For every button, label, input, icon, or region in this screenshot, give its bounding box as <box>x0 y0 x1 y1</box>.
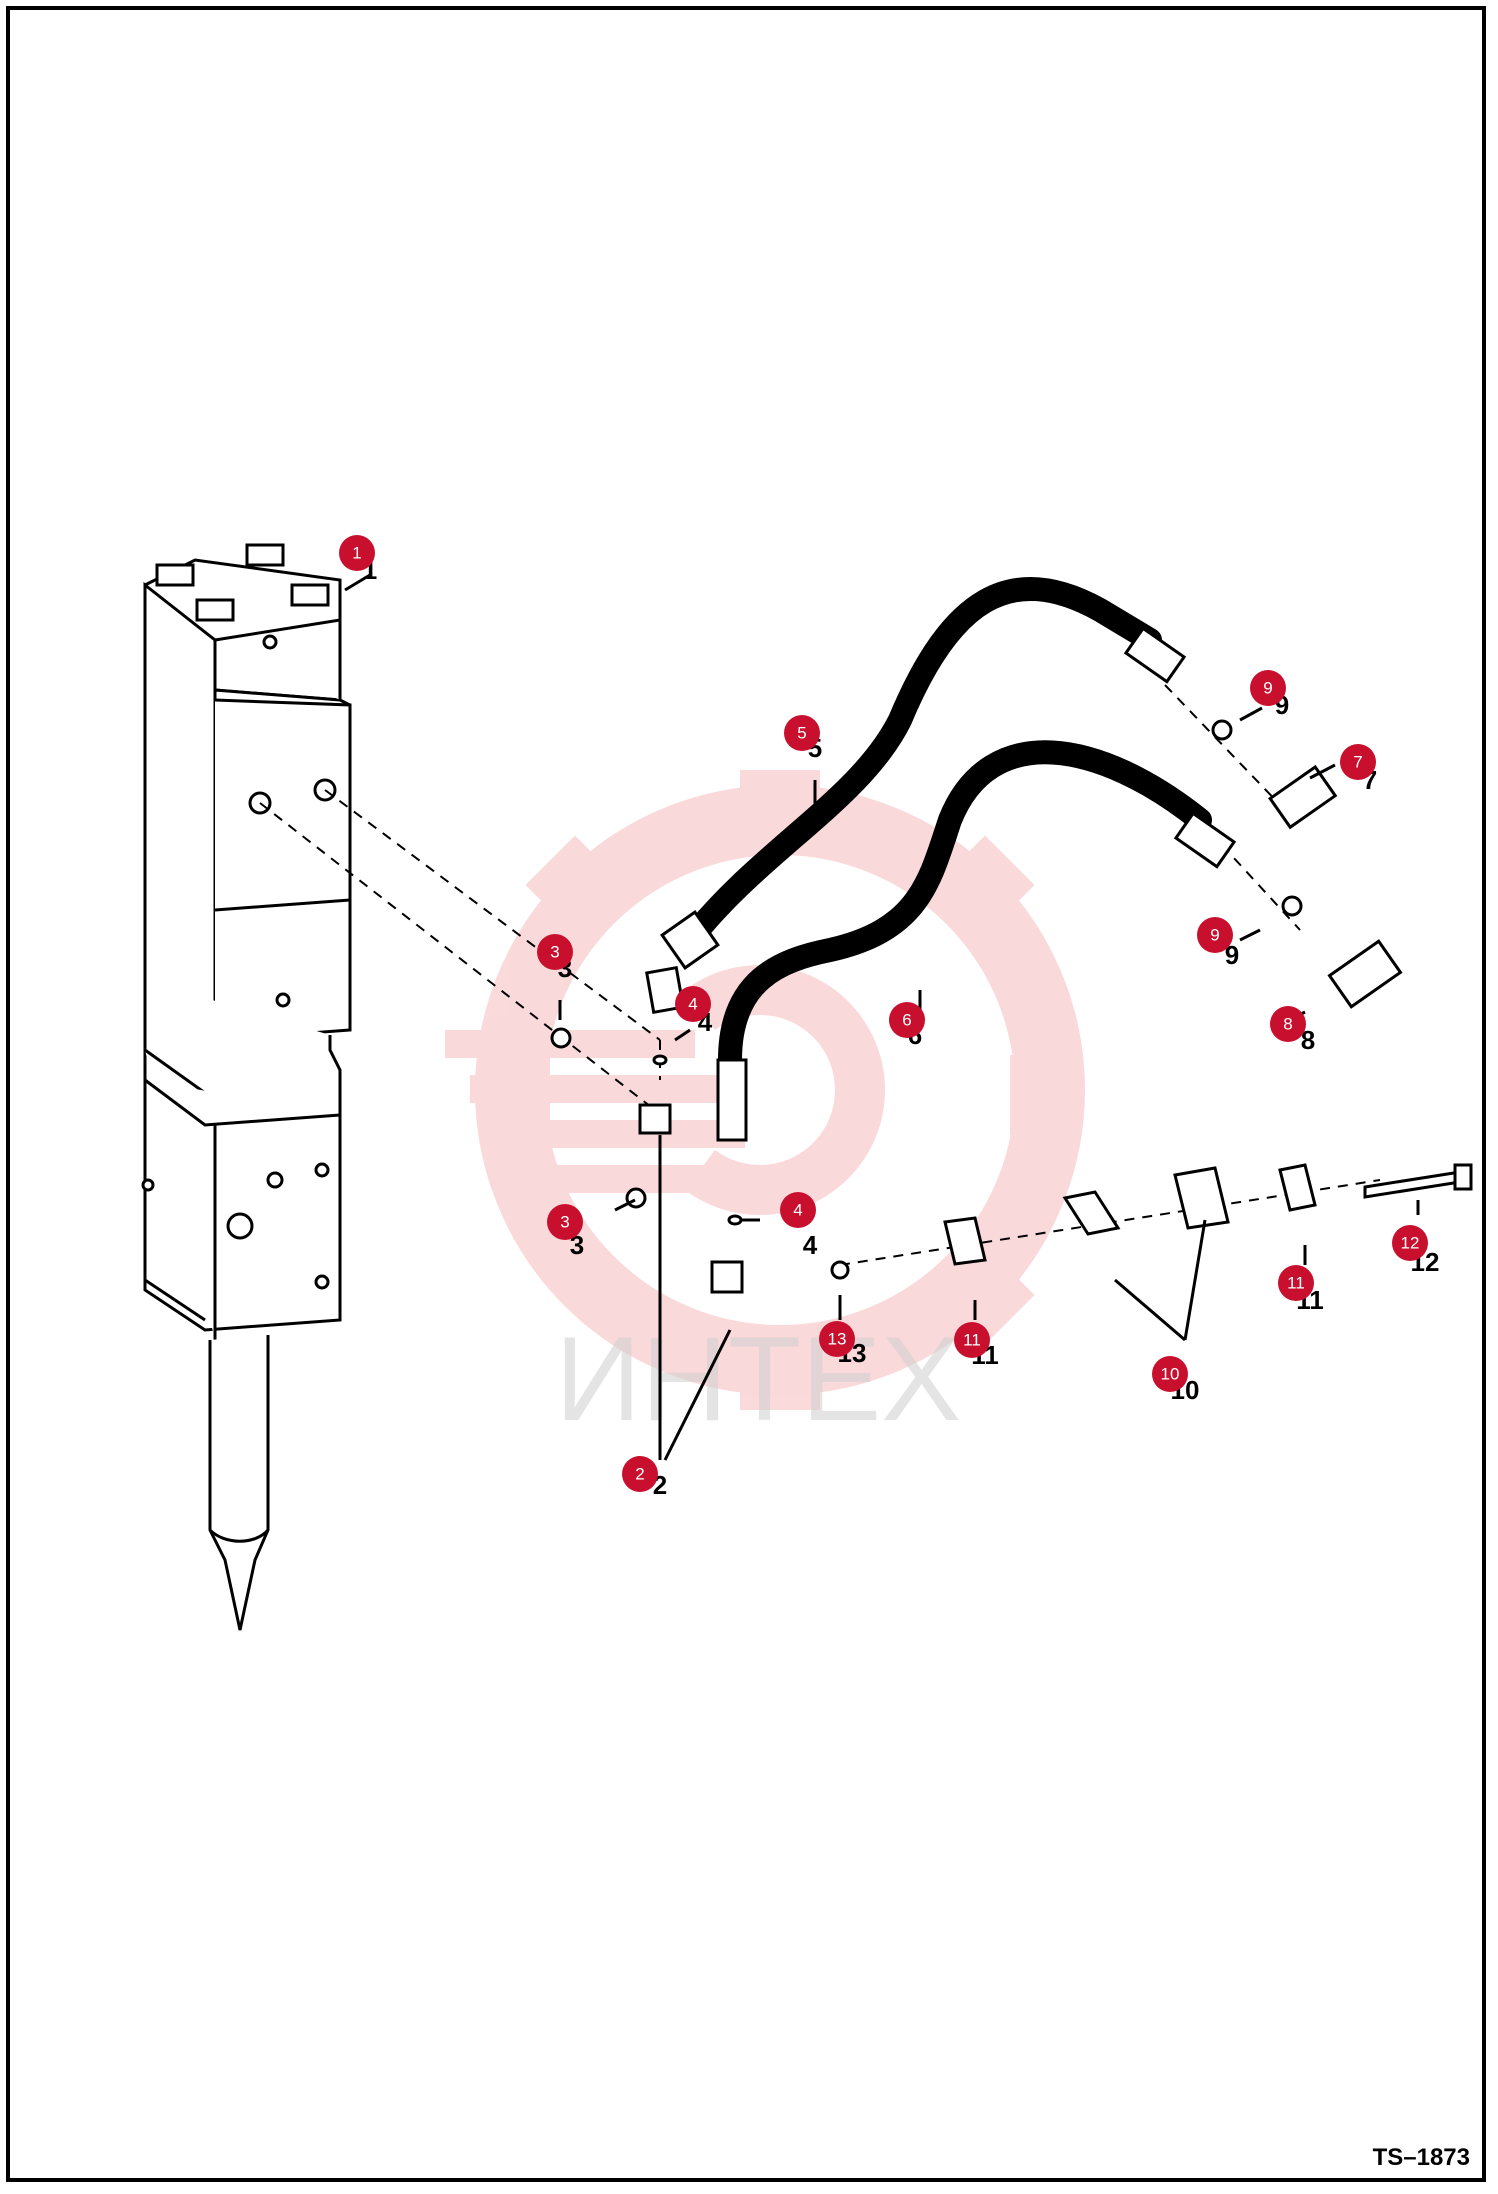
svg-text:6: 6 <box>902 1011 911 1030</box>
page-frame <box>6 6 1486 2182</box>
watermark-gear-icon <box>445 770 1085 1410</box>
fitting-icon <box>638 626 1403 1294</box>
svg-text:4: 4 <box>688 995 697 1014</box>
dup-labels: 1 3 3 4 4 5 6 7 8 9 9 10 11 11 12 13 2 <box>363 555 1440 1500</box>
watermark-text: ИНТЕХ <box>555 1312 961 1446</box>
svg-text:4: 4 <box>793 1201 802 1220</box>
callout-5[interactable]: 5 <box>784 715 820 751</box>
callout-9a[interactable]: 9 <box>1250 670 1286 706</box>
hydraulic-breaker-icon <box>141 543 352 1631</box>
bolt-icon <box>1363 1163 1473 1199</box>
callout-4a[interactable]: 4 <box>675 986 711 1022</box>
callout-9b[interactable]: 9 <box>1197 917 1233 953</box>
callout-8[interactable]: 8 <box>1270 1006 1306 1042</box>
svg-text:5: 5 <box>797 724 806 743</box>
hose-icon <box>678 576 1212 1072</box>
svg-text:9: 9 <box>1225 940 1239 970</box>
svg-text:9: 9 <box>1210 926 1219 945</box>
svg-text:11: 11 <box>1287 1274 1305 1293</box>
callout-13[interactable]: 13 <box>819 1321 855 1357</box>
callouts: 1 2 3 3 4 4 5 6 7 8 9 9 10 11 11 12 13 <box>339 535 1428 1492</box>
callout-3b[interactable]: 3 <box>547 1204 583 1240</box>
svg-text:11: 11 <box>963 1331 981 1350</box>
svg-text:9: 9 <box>1263 679 1272 698</box>
callout-7[interactable]: 7 <box>1340 744 1376 780</box>
svg-text:13: 13 <box>828 1330 847 1349</box>
svg-text:3: 3 <box>550 943 559 962</box>
o-ring-icon <box>550 719 1303 1280</box>
clamp-icon <box>943 1163 1317 1266</box>
callout-1[interactable]: 1 <box>339 535 375 571</box>
svg-text:1: 1 <box>352 544 361 563</box>
drawing-code: TS–1873 <box>1372 2144 1470 2171</box>
callout-6[interactable]: 6 <box>889 1002 925 1038</box>
callout-11b[interactable]: 11 <box>1278 1265 1314 1301</box>
svg-text:3: 3 <box>560 1213 569 1232</box>
callout-2[interactable]: 2 <box>622 1456 658 1492</box>
callout-11a[interactable]: 11 <box>954 1322 990 1358</box>
svg-text:7: 7 <box>1353 753 1362 772</box>
svg-text:10: 10 <box>1161 1365 1180 1384</box>
callout-12[interactable]: 12 <box>1392 1225 1428 1261</box>
svg-text:8: 8 <box>1301 1025 1315 1055</box>
svg-text:2: 2 <box>635 1465 644 1484</box>
svg-text:8: 8 <box>1283 1015 1292 1034</box>
svg-text:12: 12 <box>1401 1234 1420 1253</box>
svg-text:4: 4 <box>803 1230 818 1260</box>
callout-10[interactable]: 10 <box>1152 1356 1188 1392</box>
callout-3a[interactable]: 3 <box>537 934 573 970</box>
leader-lines <box>344 573 1420 1461</box>
callout-4b[interactable]: 4 <box>780 1192 816 1228</box>
